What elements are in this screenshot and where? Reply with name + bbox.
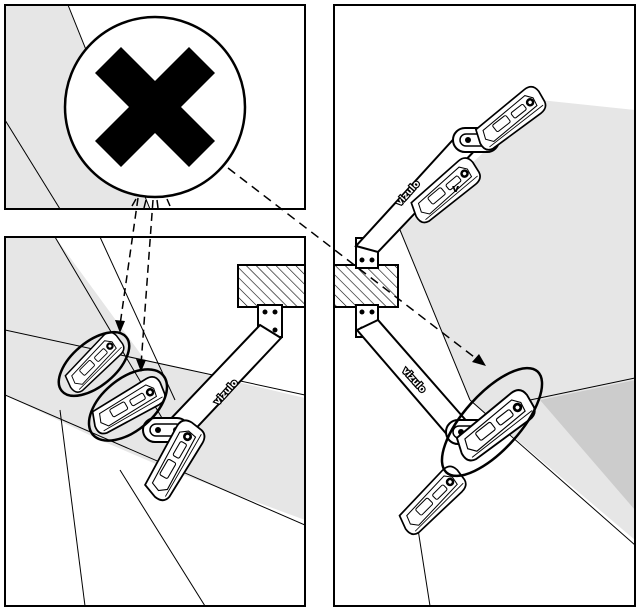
highlight-ellipse [57,330,131,398]
arm-marker: v [452,182,460,195]
panel-right-installation: vizulo v vizulo [334,5,635,606]
cross-mark-icon [95,47,215,167]
bracket-arm-lower: vizulo [355,304,544,540]
luminaire-head-upper [57,328,131,398]
dashed-arrow [227,167,486,366]
wrong-mark [63,15,247,209]
bracket-arm: vizulo [142,304,283,443]
luminaire-head-middle [86,368,171,442]
panel-left-installation: vizulo [5,237,305,606]
highlight-ellipse [87,368,169,442]
highlight-ellipse [440,366,544,478]
dashed-arrow [119,197,154,366]
hatched-wall-icon [334,264,399,308]
hatched-wall-icon [237,264,305,308]
